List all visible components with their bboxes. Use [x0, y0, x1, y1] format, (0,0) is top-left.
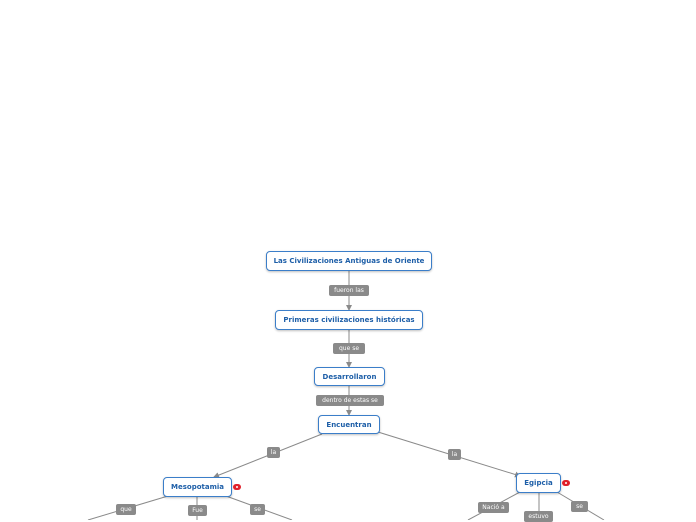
- attachment-badge-icon[interactable]: [562, 480, 570, 486]
- link-label-fue[interactable]: Fue: [188, 505, 207, 516]
- link-label-que[interactable]: que: [116, 504, 136, 515]
- link-label-la-right[interactable]: la: [448, 449, 461, 460]
- link-label-que-se[interactable]: que se: [333, 343, 365, 354]
- node-primeras-civilizaciones[interactable]: Primeras civilizaciones históricas: [275, 310, 423, 330]
- node-desarrollaron[interactable]: Desarrollaron: [314, 367, 385, 386]
- node-egipcia[interactable]: Egipcia: [516, 473, 561, 493]
- link-label-la-left[interactable]: la: [267, 447, 280, 458]
- node-civilizaciones-antiguas[interactable]: Las Civilizaciones Antiguas de Oriente: [266, 251, 432, 271]
- link-label-se-meso[interactable]: se: [250, 504, 265, 515]
- attachment-badge-icon[interactable]: [233, 484, 241, 490]
- link-label-se-egip[interactable]: se: [571, 501, 588, 512]
- link-label-dentro-de-estas-se[interactable]: dentro de estas se: [316, 395, 384, 406]
- node-mesopotamia[interactable]: Mesopotamia: [163, 477, 232, 497]
- node-encuentran[interactable]: Encuentran: [318, 415, 380, 434]
- link-label-fueron-las[interactable]: fueron las: [329, 285, 369, 296]
- link-label-estuvo[interactable]: estuvo: [524, 511, 553, 522]
- link-label-nacio-a[interactable]: Nació a: [478, 502, 509, 513]
